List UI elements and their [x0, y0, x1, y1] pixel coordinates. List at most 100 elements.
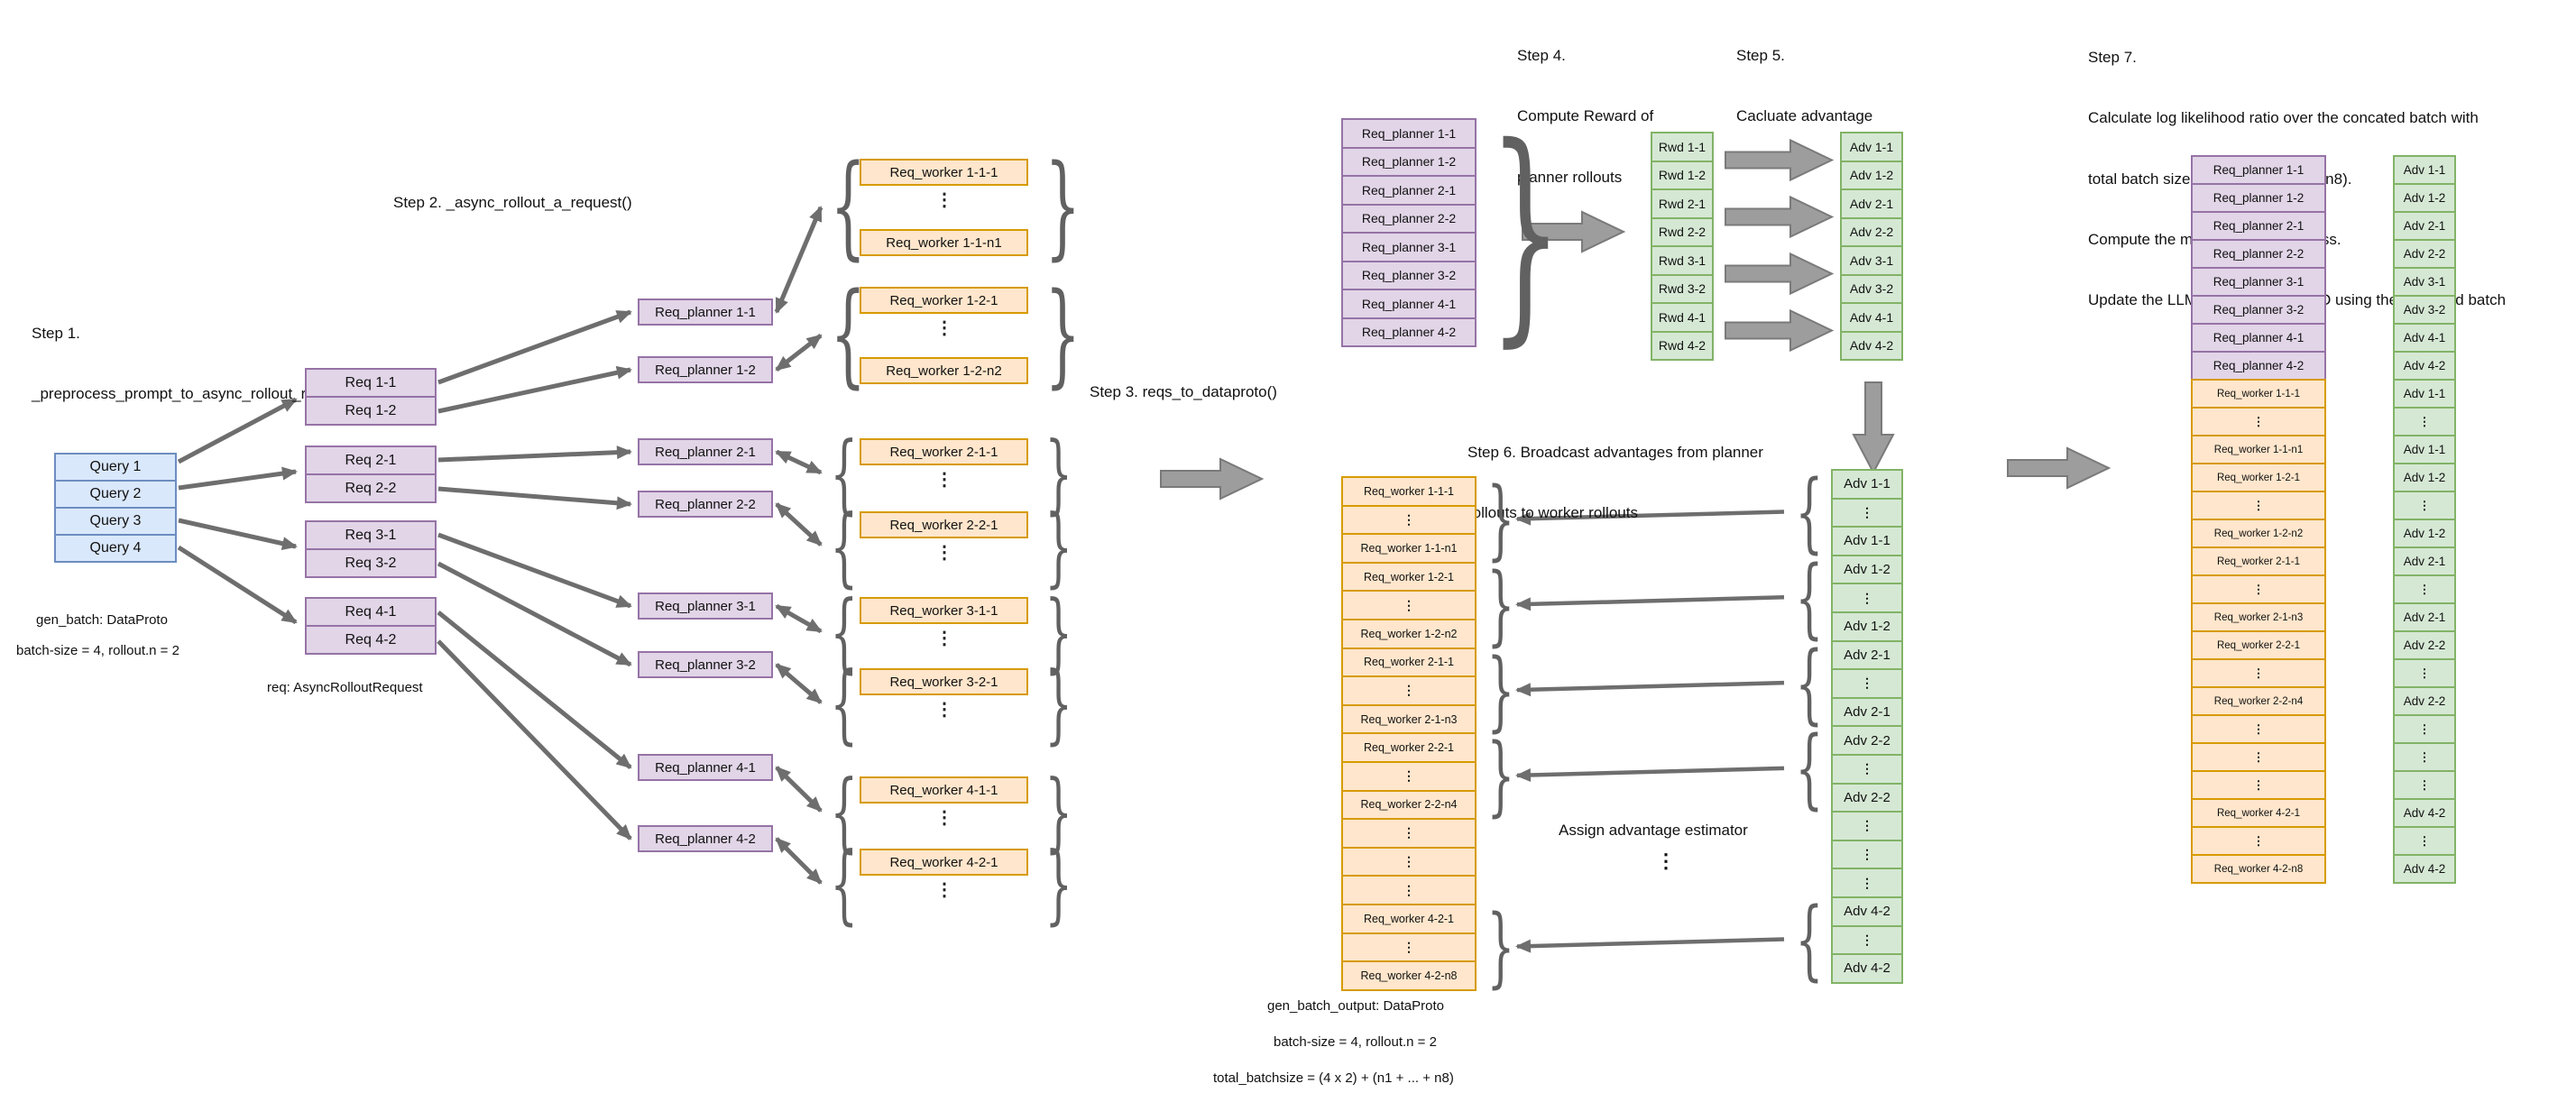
concated-batch-column-row: ⋮ — [2191, 574, 2326, 604]
vertical-dots-icon: ⋮ — [935, 808, 953, 828]
adv-broadcast-column-row: Adv 2-1 — [1831, 639, 1903, 671]
gen-batch-output-column-row: Req_worker 4-2-1 — [1341, 904, 1477, 934]
adv-concat-column-row: ⋮ — [2393, 407, 2456, 436]
mid-planner-batch-row: Req_planner 4-2 — [1341, 317, 1477, 347]
step1-line: _preprocess_prompt_to_async_rollout_requ… — [32, 385, 371, 403]
right-brace: } — [1044, 141, 1081, 271]
connector-arrow — [437, 611, 632, 769]
left-brace: { — [830, 833, 859, 934]
step6-line: Step 6. Broadcast advantages from planne… — [1467, 443, 1763, 461]
gen-batch-output-column-row: Req_worker 2-2-1 — [1341, 732, 1477, 763]
step2-label: Step 2. _async_rollout_a_request() — [393, 194, 632, 211]
req-planner-box: Req_planner 3-1 — [638, 592, 773, 620]
left-brace: { — [1795, 461, 1824, 563]
mid-planner-batch-row: Req_planner 2-1 — [1341, 175, 1477, 206]
adv-broadcast-column-row: ⋮ — [1831, 668, 1903, 699]
concated-batch-column-row: ⋮ — [2191, 491, 2326, 520]
left-brace: { — [1795, 717, 1824, 820]
concated-batch-column-row: ⋮ — [2191, 742, 2326, 772]
concated-batch-column-row: ⋮ — [2191, 658, 2326, 688]
req-worker-box: Req_worker 2-2-1 — [860, 511, 1028, 538]
adv-top-column-row: Adv 4-1 — [1840, 302, 1903, 333]
query-box: Query 2 — [54, 480, 177, 509]
connector-arrow — [1515, 937, 1785, 953]
right-brace: } — [1486, 553, 1515, 656]
query-box: Query 1 — [54, 453, 177, 482]
req-worker-box: Req_worker 1-2-1 — [860, 287, 1028, 314]
rwd-column-row: Rwd 3-1 — [1651, 245, 1714, 276]
gen-batch-output-column-row: Req_worker 1-2-n2 — [1341, 619, 1477, 649]
adv-concat-column-row: ⋮ — [2393, 770, 2456, 800]
step5-line: Cacluate advantage — [1736, 107, 1873, 125]
total-batchsize-label: total_batchsize = (4 x 2) + (n1 + ... + … — [1213, 1070, 1454, 1086]
adv-broadcast-column-row: ⋮ — [1831, 924, 1903, 956]
adv-top-column-row: Adv 2-1 — [1840, 188, 1903, 219]
req-planner-box: Req_planner 3-2 — [638, 651, 773, 678]
adv-concat-column-row: ⋮ — [2393, 658, 2456, 688]
adv-top-column-row: Adv 4-2 — [1840, 330, 1903, 361]
query-box: Query 3 — [54, 507, 177, 536]
concated-batch-column-row: Req_worker 4-2-1 — [2191, 798, 2326, 828]
rwd-column-row: Rwd 1-2 — [1651, 160, 1714, 190]
mid-planner-batch-row: Req_planner 4-1 — [1341, 289, 1477, 319]
adv-top-column-row: Adv 3-1 — [1840, 245, 1903, 276]
adv-concat-column-row: ⋮ — [2393, 714, 2456, 744]
concated-batch-column-row: Req_worker 2-1-n3 — [2191, 602, 2326, 632]
req-box: Req 2-2 — [305, 473, 437, 503]
adv-concat-column-row: Adv 3-1 — [2393, 267, 2456, 297]
req-box: Req 1-2 — [305, 396, 437, 426]
req-worker-box: Req_worker 3-2-1 — [860, 668, 1028, 695]
req-worker-box: Req_worker 2-1-1 — [860, 438, 1028, 465]
connector-arrow — [177, 397, 298, 464]
adv-concat-column-row: Adv 1-1 — [2393, 379, 2456, 409]
adv-broadcast-column-row: ⋮ — [1831, 811, 1903, 841]
gen-batch-output-column-row: Req_worker 1-1-n1 — [1341, 533, 1477, 564]
block-arrow-right — [2007, 446, 2111, 490]
left-brace: { — [830, 141, 867, 271]
adv-broadcast-column-row: Adv 1-2 — [1831, 611, 1903, 642]
adv-broadcast-column-row: Adv 4-2 — [1831, 953, 1903, 984]
connector-arrow — [437, 532, 632, 609]
mid-planner-batch-row: Req_planner 1-1 — [1341, 118, 1477, 149]
adv-concat-column-row: ⋮ — [2393, 574, 2456, 604]
req-box: Req 2-1 — [305, 445, 437, 475]
block-arrow-right — [1522, 210, 1626, 253]
req-planner-box: Req_planner 2-1 — [638, 438, 773, 465]
right-brace: } — [1486, 638, 1515, 741]
left-brace: { — [1795, 888, 1824, 990]
step1-line: Step 1. — [32, 324, 80, 342]
req-worker-box: Req_worker 4-1-1 — [860, 776, 1028, 804]
connector-arrow — [775, 502, 823, 546]
mid-planner-batch-row: Req_planner 3-1 — [1341, 232, 1477, 262]
gen-batch-output-column-row: ⋮ — [1341, 761, 1477, 792]
step4-label: Step 4. Compute Reward of planner rollou… — [1517, 5, 1653, 228]
left-brace: { — [1795, 546, 1824, 648]
concated-batch-column-row: ⋮ — [2191, 826, 2326, 856]
gen-batch-output-column-row: Req_worker 1-1-1 — [1341, 476, 1477, 507]
block-arrow-right — [1725, 138, 1835, 182]
connector-arrow — [437, 445, 632, 463]
req-planner-box: Req_planner 1-2 — [638, 356, 773, 383]
adv-concat-column-row: Adv 2-1 — [2393, 546, 2456, 576]
concated-batch-column-row: ⋮ — [2191, 770, 2326, 800]
connector-arrow — [774, 206, 823, 314]
connector-arrow — [775, 603, 823, 634]
right-brace: } — [1489, 115, 1563, 347]
concated-batch-column-row: Req_planner 4-2 — [2191, 351, 2326, 381]
connector-arrow — [437, 639, 632, 840]
concated-batch-column-row: Req_planner 3-1 — [2191, 267, 2326, 297]
right-brace: } — [1044, 653, 1073, 754]
req-worker-box: Req_worker 1-1-1 — [860, 159, 1028, 186]
concated-batch-column-row: ⋮ — [2191, 714, 2326, 744]
adv-concat-column-row: Adv 4-2 — [2393, 854, 2456, 884]
concated-batch-column-row: Req_worker 1-2-n2 — [2191, 519, 2326, 548]
req-worker-box: Req_worker 1-1-n1 — [860, 229, 1028, 256]
adv-concat-column-row: Adv 2-1 — [2393, 211, 2456, 241]
step4-line: Compute Reward of — [1517, 107, 1654, 125]
connector-arrow — [177, 545, 298, 625]
batch-size-output-label: batch-size = 4, rollout.n = 2 — [1274, 1034, 1437, 1050]
req-planner-box: Req_planner 4-2 — [638, 825, 773, 852]
assign-advantage-label: Assign advantage estimator — [1559, 822, 1748, 839]
adv-broadcast-column-row: Adv 2-2 — [1831, 782, 1903, 813]
connector-arrow — [437, 486, 632, 510]
